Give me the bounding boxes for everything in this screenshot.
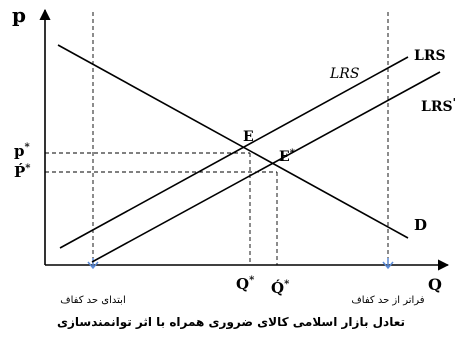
left-threshold-arrow — [87, 258, 99, 270]
supply-curve-original — [59, 56, 409, 249]
p-prime-star-tick-label: Ṕ* — [14, 163, 31, 181]
demand-curve — [57, 44, 409, 239]
q-star-tick-label: Q* — [236, 275, 255, 293]
supply-shifted-label: LRS' — [421, 96, 456, 115]
right-threshold-arrow — [382, 258, 394, 270]
x-axis-label: Q — [428, 275, 442, 294]
equilibrium-e-label: E — [243, 129, 254, 145]
supply-curve-shifted — [91, 71, 441, 263]
supply-shifted-prime: ' — [453, 96, 456, 109]
supply-annotation-label: LRS — [329, 66, 359, 82]
left-threshold-label: ابتدای حد کفاف — [60, 295, 125, 306]
p-star-tick-label: p* — [14, 142, 31, 160]
y-axis-label: p — [12, 3, 26, 27]
demand-label: D — [414, 216, 427, 234]
equilibrium-e-star-label: E* — [279, 148, 296, 165]
supply-original-label: LRS — [414, 48, 446, 64]
q-prime-star-tick-label: Q́* — [271, 279, 290, 297]
equilibrium-e-star-sup: * — [290, 148, 296, 159]
diagram-caption: تعادل بازار اسلامی کالای ضروری همراه با … — [57, 315, 405, 330]
right-threshold-label: فراتر از حد کفاف — [351, 295, 424, 306]
